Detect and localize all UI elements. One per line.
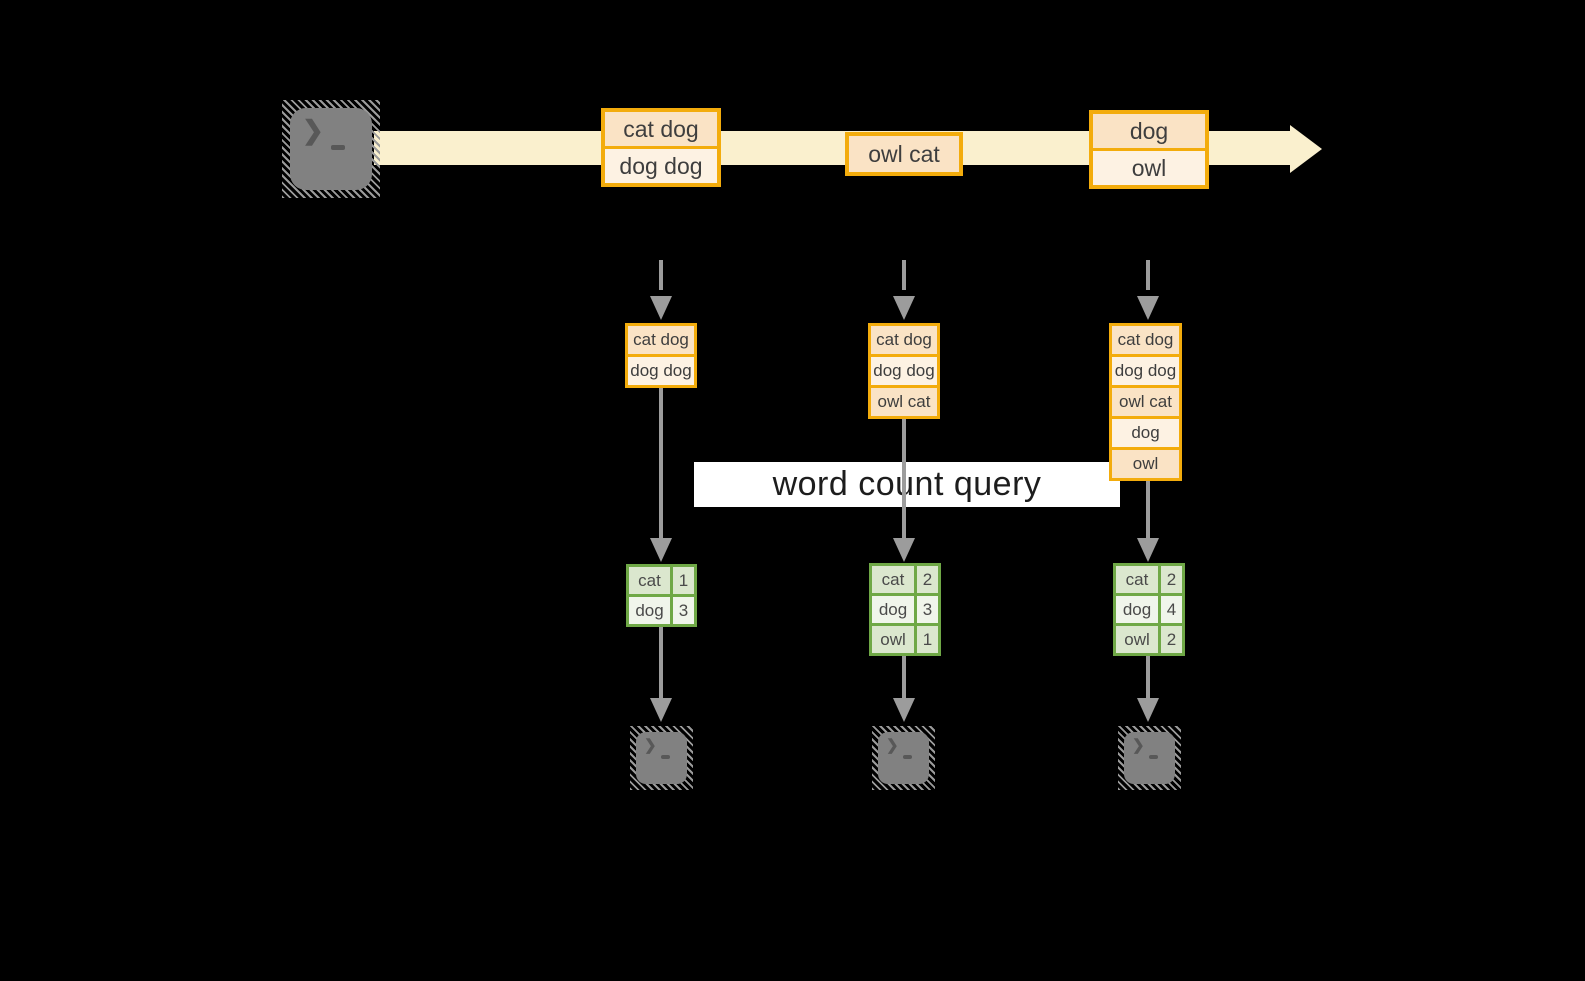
buffer-row: owl cat — [871, 388, 937, 416]
count-row: cat 1 — [629, 567, 694, 594]
query-arrow-line — [1146, 481, 1150, 540]
word-cell: dog — [629, 597, 670, 624]
word-cell: dog — [1116, 596, 1158, 623]
event-row: cat dog — [605, 112, 717, 146]
stream-event-box-3: dog owl — [1089, 110, 1209, 189]
emit-arrow-line — [1146, 656, 1150, 699]
query-arrowhead-icon — [893, 538, 915, 562]
word-cell: owl — [872, 626, 914, 653]
count-table-2: cat 2 dog 3 owl 1 — [869, 563, 941, 656]
buffer-row: owl — [1112, 450, 1179, 478]
buffer-row: cat dog — [1112, 326, 1179, 354]
event-row: dog — [1093, 114, 1205, 148]
terminal-body: ❯ — [878, 732, 929, 784]
terminal-prompt-icon: ❯ — [1132, 737, 1145, 754]
stream-event-box-1: cat dog dog dog — [601, 108, 721, 187]
emit-arrowhead-icon — [650, 698, 672, 722]
buffer-stack-3: cat dog dog dog owl cat dog owl — [1109, 323, 1182, 481]
count-row: owl 1 — [872, 626, 938, 653]
query-arrowhead-icon — [650, 538, 672, 562]
count-table-3: cat 2 dog 4 owl 2 — [1113, 563, 1185, 656]
buffer-row: cat dog — [871, 326, 937, 354]
buffer-row: dog dog — [871, 357, 937, 385]
event-row: dog dog — [605, 149, 717, 183]
terminal-cursor-icon — [331, 145, 345, 150]
query-label: word count query — [772, 465, 1042, 503]
buffer-row: cat dog — [628, 326, 694, 354]
buffer-row: dog dog — [1112, 357, 1179, 385]
ingest-dash — [659, 260, 663, 290]
terminal-cursor-icon — [903, 755, 912, 759]
word-cell: cat — [629, 567, 670, 594]
buffer-row: owl cat — [1112, 388, 1179, 416]
count-row: cat 2 — [1116, 566, 1182, 593]
count-cell: 1 — [673, 567, 694, 594]
count-row: dog 3 — [872, 596, 938, 623]
ingest-dash — [902, 260, 906, 290]
emit-arrow-line — [902, 656, 906, 699]
terminal-prompt-icon: ❯ — [302, 115, 324, 145]
word-cell: dog — [872, 596, 914, 623]
query-arrow-line — [659, 388, 663, 540]
word-cell: cat — [1116, 566, 1158, 593]
count-cell: 2 — [1161, 626, 1182, 653]
count-row: dog 3 — [629, 597, 694, 624]
terminal-cursor-icon — [1149, 755, 1158, 759]
buffer-row: dog dog — [628, 357, 694, 385]
word-cell: owl — [1116, 626, 1158, 653]
emit-arrowhead-icon — [893, 698, 915, 722]
count-cell: 2 — [1161, 566, 1182, 593]
count-row: owl 2 — [1116, 626, 1182, 653]
ingest-arrowhead-icon — [650, 296, 672, 320]
ingest-arrowhead-icon — [893, 296, 915, 320]
terminal-body: ❯ — [636, 732, 687, 784]
count-cell: 3 — [917, 596, 938, 623]
event-row: owl cat — [849, 136, 959, 172]
word-cell: cat — [872, 566, 914, 593]
stream-event-box-2: owl cat — [845, 132, 963, 176]
count-table-1: cat 1 dog 3 — [626, 564, 697, 627]
buffer-stack-2: cat dog dog dog owl cat — [868, 323, 940, 419]
query-arrow-line — [902, 419, 906, 540]
count-cell: 4 — [1161, 596, 1182, 623]
event-row: owl — [1093, 151, 1205, 185]
query-arrowhead-icon — [1137, 538, 1159, 562]
ingest-arrowhead-icon — [1137, 296, 1159, 320]
terminal-body: ❯ — [290, 108, 372, 190]
terminal-prompt-icon: ❯ — [644, 737, 657, 754]
emit-arrow-line — [659, 627, 663, 699]
emit-arrowhead-icon — [1137, 698, 1159, 722]
count-cell: 1 — [917, 626, 938, 653]
count-row: cat 2 — [872, 566, 938, 593]
terminal-prompt-icon: ❯ — [886, 737, 899, 754]
count-cell: 3 — [673, 597, 694, 624]
terminal-body: ❯ — [1124, 732, 1175, 784]
sink-terminal-icon: ❯ — [630, 726, 693, 790]
query-banner: word count query — [694, 462, 1120, 507]
count-cell: 2 — [917, 566, 938, 593]
ingest-dash — [1146, 260, 1150, 290]
buffer-stack-1: cat dog dog dog — [625, 323, 697, 388]
count-row: dog 4 — [1116, 596, 1182, 623]
sink-terminal-icon: ❯ — [872, 726, 935, 790]
sink-terminal-icon: ❯ — [1118, 726, 1181, 790]
buffer-row: dog — [1112, 419, 1179, 447]
stream-arrowhead-icon — [1290, 125, 1322, 173]
terminal-cursor-icon — [661, 755, 670, 759]
source-terminal-icon: ❯ — [282, 100, 380, 198]
